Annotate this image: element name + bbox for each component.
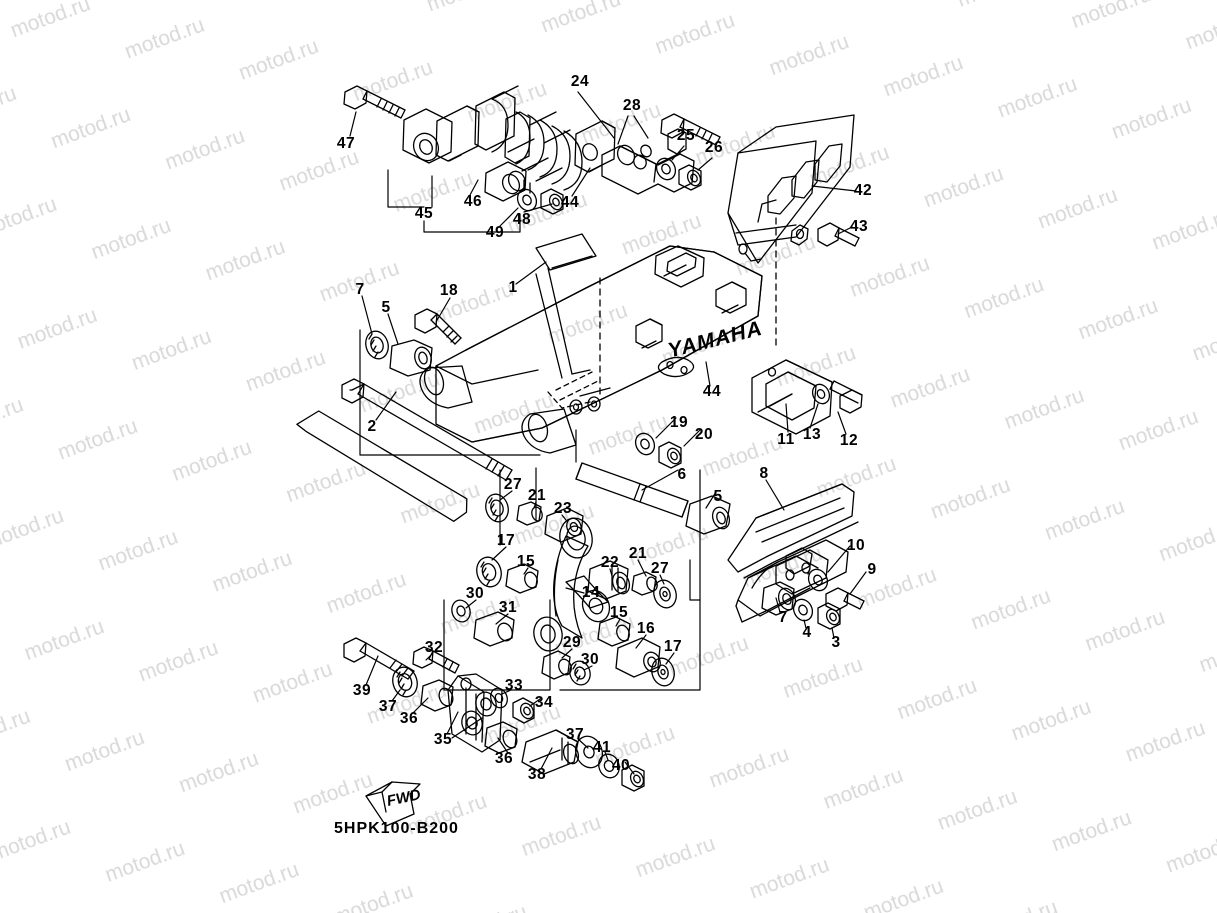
- callout-15: 15: [609, 604, 629, 621]
- callout-41: 41: [592, 739, 612, 756]
- callout-24: 24: [570, 73, 590, 90]
- callout-4: 4: [802, 624, 812, 641]
- callout-29: 29: [562, 634, 582, 651]
- callout-30: 30: [465, 585, 485, 602]
- callout-17: 17: [496, 532, 516, 549]
- callout-20: 20: [694, 426, 714, 443]
- callout-36: 36: [494, 750, 514, 767]
- callout-8: 8: [759, 465, 769, 482]
- callout-17: 17: [663, 638, 683, 655]
- callout-44: 44: [560, 194, 580, 211]
- callout-12: 12: [839, 432, 859, 449]
- callout-32: 32: [424, 639, 444, 656]
- callout-42: 42: [853, 182, 873, 199]
- callout-40: 40: [611, 757, 631, 774]
- callout-22: 22: [600, 554, 620, 571]
- callout-45: 45: [414, 205, 434, 222]
- callout-26: 26: [704, 139, 724, 156]
- callout-1: 1: [508, 279, 518, 296]
- callout-3: 3: [831, 634, 841, 651]
- callout-14: 14: [581, 584, 601, 601]
- callout-44: 44: [702, 383, 722, 400]
- callout-2: 2: [367, 418, 377, 435]
- callout-43: 43: [849, 218, 869, 235]
- callout-47: 47: [336, 135, 356, 152]
- callout-10: 10: [846, 537, 866, 554]
- callout-39: 39: [352, 682, 372, 699]
- callout-5: 5: [713, 488, 723, 505]
- part-number-label: 5HPK100-B200: [334, 820, 459, 837]
- callout-6: 6: [677, 466, 687, 483]
- callout-16: 16: [636, 620, 656, 637]
- callout-37: 37: [378, 698, 398, 715]
- callout-25: 25: [676, 127, 696, 144]
- callout-30: 30: [580, 651, 600, 668]
- callout-28: 28: [622, 97, 642, 114]
- callout-38: 38: [527, 766, 547, 783]
- callout-27: 27: [503, 476, 523, 493]
- callout-11: 11: [777, 431, 795, 448]
- callout-37: 37: [565, 726, 585, 743]
- callout-9: 9: [867, 561, 877, 578]
- callout-21: 21: [628, 545, 648, 562]
- callout-7: 7: [778, 609, 788, 626]
- callout-48: 48: [512, 211, 532, 228]
- callout-49: 49: [485, 224, 505, 241]
- callout-5: 5: [381, 299, 391, 316]
- callout-27: 27: [650, 560, 670, 577]
- callout-18: 18: [439, 282, 459, 299]
- callout-23: 23: [553, 500, 573, 517]
- callout-21: 21: [527, 487, 547, 504]
- callout-13: 13: [802, 426, 822, 443]
- callout-46: 46: [463, 193, 483, 210]
- callout-33: 33: [504, 677, 524, 694]
- callout-31: 31: [498, 599, 518, 616]
- callout-35: 35: [433, 731, 453, 748]
- callout-15: 15: [516, 553, 536, 570]
- callout-7: 7: [355, 281, 365, 298]
- callout-19: 19: [669, 414, 689, 431]
- callout-36: 36: [399, 710, 419, 727]
- callout-34: 34: [534, 694, 554, 711]
